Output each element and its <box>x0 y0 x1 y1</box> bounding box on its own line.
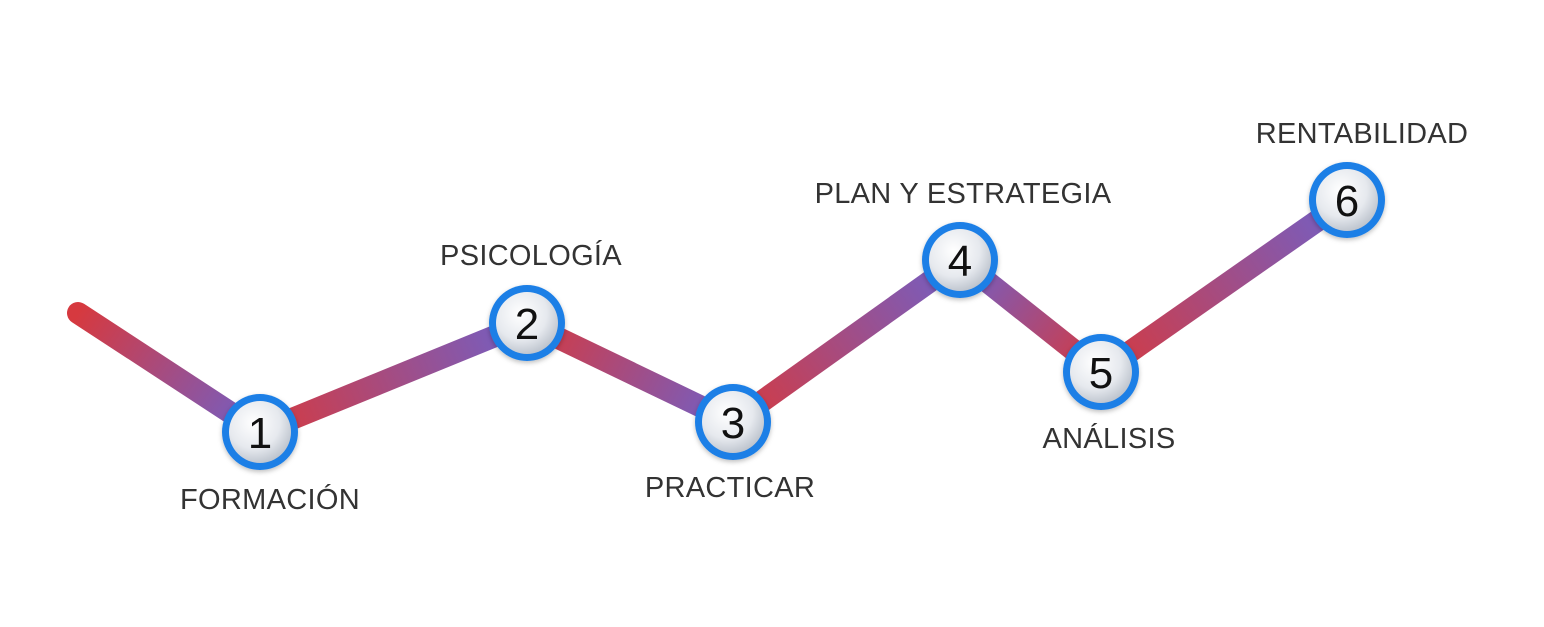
step-5: 5 ANÁLISIS <box>1043 334 1176 455</box>
step-6-label: RENTABILIDAD <box>1256 118 1469 150</box>
step-5-number: 5 <box>1089 349 1113 398</box>
step-2: 2 PSICOLOGÍA <box>440 239 622 361</box>
step-4-face <box>929 229 991 291</box>
step-1-label: FORMACIÓN <box>180 483 360 516</box>
step-2-face <box>496 292 558 354</box>
step-1-face <box>229 401 291 463</box>
step-5-node <box>1063 334 1139 410</box>
step-2-number: 2 <box>515 300 539 349</box>
step-3-label: PRACTICAR <box>645 472 815 504</box>
step-3: 3 PRACTICAR <box>645 384 815 504</box>
connector-segment-2 <box>255 312 532 443</box>
step-6-number: 6 <box>1335 177 1359 226</box>
step-3-node <box>695 384 771 460</box>
step-5-label: ANÁLISIS <box>1043 422 1176 455</box>
connector-segment-3 <box>522 313 738 432</box>
step-3-number: 3 <box>721 399 745 448</box>
step-2-label: PSICOLOGÍA <box>440 239 622 272</box>
step-3-face <box>702 391 764 453</box>
step-6-face <box>1316 169 1378 231</box>
step-1-node <box>222 394 298 470</box>
step-5-face <box>1070 341 1132 403</box>
step-4-label: PLAN Y ESTRATEGIA <box>815 178 1112 210</box>
step-1-number: 1 <box>248 409 272 458</box>
connector-segment-6 <box>1094 190 1354 382</box>
step-6: 6 RENTABILIDAD <box>1256 118 1469 238</box>
step-4: 4 PLAN Y ESTRATEGIA <box>815 178 1112 298</box>
step-2-node <box>489 285 565 361</box>
step-6-node <box>1309 162 1385 238</box>
step-4-number: 4 <box>948 237 972 286</box>
step-4-node <box>922 222 998 298</box>
connector-segment-4 <box>726 251 967 431</box>
step-1: 1 FORMACIÓN <box>180 394 360 516</box>
